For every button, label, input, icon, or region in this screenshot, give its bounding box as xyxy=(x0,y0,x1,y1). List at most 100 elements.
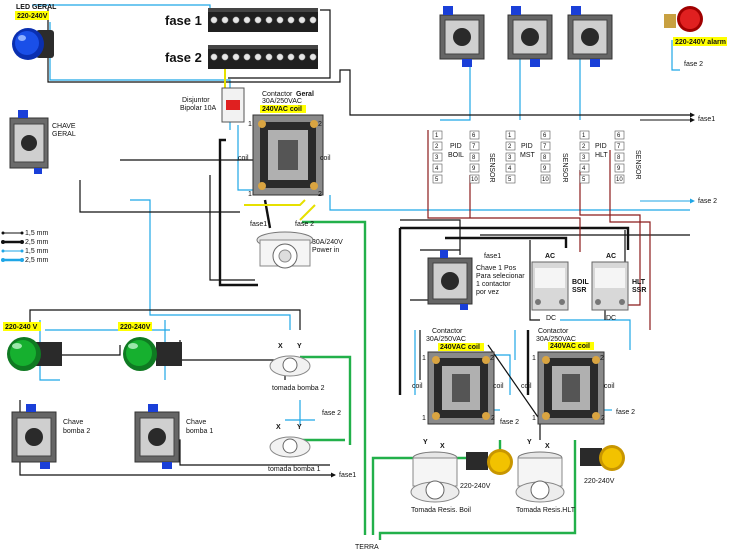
pid-hlt-label-2: HLT xyxy=(595,152,608,159)
boil-ssr-ac: AC xyxy=(545,253,555,260)
bomba1-outlet-y: Y xyxy=(297,424,302,431)
contactor-boil-icon xyxy=(427,351,495,425)
svg-text:1: 1 xyxy=(508,133,512,139)
top-switch-1-icon xyxy=(439,6,485,67)
hlt-outlet-x: X xyxy=(545,443,550,450)
bomba-fase2-label: fase 2 xyxy=(322,410,341,417)
boil-ssr-label-1: BOIL xyxy=(572,279,589,286)
boil-led-yellow-icon xyxy=(466,449,513,475)
disjuntor-label-2: Bipolar 10A xyxy=(180,105,217,112)
chave-1pos-label-1: Chave 1 Pos xyxy=(476,265,517,272)
hlt-ssr-dc: DC xyxy=(606,315,616,322)
terminal-bar-fase2 xyxy=(208,45,318,69)
fase1-small-label: fase1 xyxy=(250,221,267,228)
hlt-ssr-label-1: HLT xyxy=(632,279,646,286)
contactor-hlt-coil-tag: 240VAC coil xyxy=(550,343,590,350)
svg-text:9: 9 xyxy=(472,166,476,172)
contactor-hlt-icon xyxy=(537,351,605,425)
top-switch-2-icon xyxy=(507,6,553,67)
power-in-socket-icon xyxy=(256,231,314,269)
bomba2-led-voltage: 220-240 V xyxy=(5,324,38,331)
boil-led-voltage: 220-240V xyxy=(460,483,491,490)
tomada-boil-label: Tomada Resis. Boil xyxy=(411,507,471,514)
svg-text:2: 2 xyxy=(508,144,512,150)
svg-text:6: 6 xyxy=(617,133,621,139)
hlt-ssr-label-2: SSR xyxy=(632,287,646,294)
contactor-geral-icon xyxy=(252,114,324,196)
led-geral-voltage: 220-240V xyxy=(17,13,48,20)
contactor-geral-label-2: 30A/250VAC xyxy=(262,98,302,105)
hlt-led-yellow-icon xyxy=(580,445,625,471)
power-in-label-1: 30A/240V xyxy=(312,239,343,246)
svg-text:2: 2 xyxy=(582,144,586,150)
chave-bomba2-label-1: Chave xyxy=(63,419,83,426)
boil-ssr-icon xyxy=(531,261,569,311)
svg-text:7: 7 xyxy=(543,144,547,150)
disjuntor-label-1: Disjuntor xyxy=(182,97,210,104)
contactor-boil-fase2: fase 2 xyxy=(500,419,519,426)
bomba2-outlet-y: Y xyxy=(297,343,302,350)
svg-text:7: 7 xyxy=(617,144,621,150)
svg-text:3: 3 xyxy=(508,155,512,161)
contactor-hlt-label-2: 30A/250VAC xyxy=(536,336,576,343)
svg-text:8: 8 xyxy=(617,155,621,161)
bomba1-led-voltage: 220-240V xyxy=(120,324,151,331)
power-in-label-2: Power in xyxy=(312,247,339,254)
svg-text:6: 6 xyxy=(472,133,476,139)
svg-text:1: 1 xyxy=(532,355,536,362)
chave-1pos-label-3: 1 contactor xyxy=(476,281,511,288)
svg-text:2: 2 xyxy=(601,415,605,422)
tomada-bomba2-label: tomada bomba 2 xyxy=(272,385,325,392)
tomada-hlt-label: Tomada Resis.HLT xyxy=(516,507,576,514)
contactor-hlt-fase2: fase 2 xyxy=(616,409,635,416)
chave-bomba1-label-1: Chave xyxy=(186,419,206,426)
pid-mst-block: 123 45 678 910 xyxy=(505,130,551,184)
bomba1-outlet-x: X xyxy=(276,424,281,431)
bomba2-outlet-icon xyxy=(269,355,311,377)
chave-geral-label-2: GERAL xyxy=(52,131,76,138)
chave-geral-switch-icon xyxy=(9,110,49,174)
tomada-bomba1-label: tomada bomba 1 xyxy=(268,466,321,473)
svg-text:5: 5 xyxy=(582,177,586,183)
contactor-hlt-coil-left: coil xyxy=(521,383,532,390)
pid-boil-label-2: BOIL xyxy=(448,152,464,159)
pid-hlt-label-1: PID xyxy=(595,143,607,150)
svg-text:2: 2 xyxy=(491,415,495,422)
pid-boil-block: 123 45 678 910 xyxy=(432,130,480,184)
svg-text:10: 10 xyxy=(542,177,549,183)
svg-text:1: 1 xyxy=(248,121,252,128)
contactor-geral-coil-tag: 240VAC coil xyxy=(262,106,302,113)
chave-1pos-fase1: fase1 xyxy=(484,253,501,260)
chave-bomba1-label-2: bomba 1 xyxy=(186,428,213,435)
contactor-geral-label-1: Contactor xyxy=(262,91,293,98)
hlt-ssr-icon xyxy=(591,261,629,311)
alarm-red-icon xyxy=(664,6,703,32)
svg-text:2: 2 xyxy=(490,355,494,362)
svg-text:3: 3 xyxy=(435,155,439,161)
svg-text:7: 7 xyxy=(472,144,476,150)
svg-text:4: 4 xyxy=(582,166,586,172)
contactor-geral-coil-right: coil xyxy=(320,155,331,162)
sensor-boil-label: SENSOR xyxy=(488,153,495,183)
svg-text:1: 1 xyxy=(422,355,426,362)
alarm-voltage-label: 220-240V alarm xyxy=(675,39,726,46)
hlt-ssr-ac: AC xyxy=(606,253,616,260)
bomba1-led-green-icon xyxy=(123,337,182,371)
hlt-outlet-icon xyxy=(515,451,565,503)
wires-cyan xyxy=(32,4,690,425)
contactor-boil-label-1: Contactor xyxy=(432,328,463,335)
chave-bomba1-switch-icon xyxy=(134,404,180,469)
svg-text:2: 2 xyxy=(435,144,439,150)
top-switch-3-icon xyxy=(567,6,613,67)
disjuntor-breaker-icon xyxy=(221,87,245,123)
sensor-mst-label: SENSOR xyxy=(561,153,568,183)
fase2-label: fase 2 xyxy=(165,50,202,65)
svg-text:8: 8 xyxy=(472,155,476,161)
contactor-geral-label-geral: Geral xyxy=(296,91,314,98)
contactor-boil-label-2: 30A/250VAC xyxy=(426,336,466,343)
svg-text:1: 1 xyxy=(435,133,439,139)
terminal-bar-fase1 xyxy=(208,8,318,32)
legend-item-4: 2,5 mm xyxy=(25,257,49,264)
legend-item-2: 2,5 mm xyxy=(25,239,49,246)
boil-outlet-icon xyxy=(410,451,460,503)
